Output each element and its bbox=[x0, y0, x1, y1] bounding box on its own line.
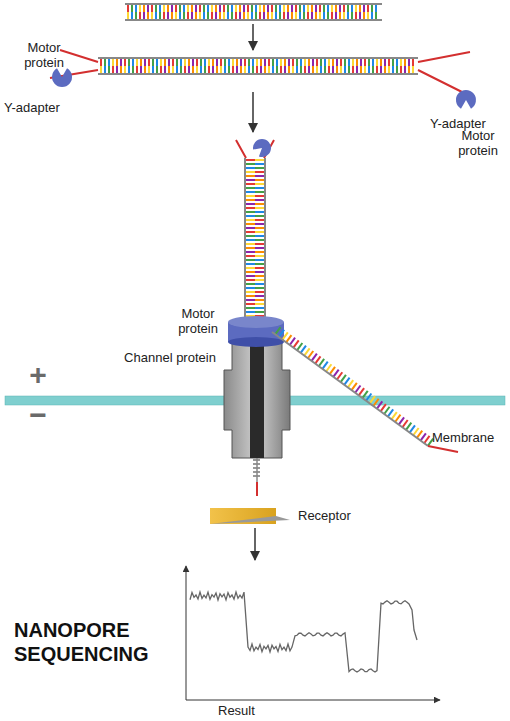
dna-double-strand bbox=[125, 4, 382, 20]
part-label: Motor protein bbox=[448, 128, 508, 158]
part-label: Membrane bbox=[432, 430, 508, 445]
dna-with-adapters bbox=[50, 50, 470, 92]
dna-vertical bbox=[236, 140, 274, 322]
part-label: Result bbox=[218, 703, 278, 718]
part-label: Motor protein bbox=[14, 40, 74, 70]
motor-protein-cylinder bbox=[228, 316, 284, 347]
polarity-sign: − bbox=[26, 400, 50, 430]
polarity-sign: + bbox=[26, 360, 50, 390]
process-arrow bbox=[254, 528, 256, 560]
channel-protein bbox=[224, 340, 290, 458]
part-label: Receptor bbox=[298, 508, 378, 523]
part-label: Y-adapter bbox=[4, 100, 74, 115]
motor-protein-icon bbox=[452, 86, 479, 113]
process-arrow bbox=[252, 92, 254, 132]
strand-exit bbox=[253, 458, 260, 496]
part-label: Motor protein bbox=[170, 306, 226, 336]
result-axes bbox=[186, 566, 440, 700]
motor-protein-icon bbox=[250, 136, 273, 159]
diagram-title: NANOPORE SEQUENCING bbox=[14, 618, 174, 666]
single-strand bbox=[272, 327, 458, 452]
process-arrow bbox=[252, 24, 254, 50]
signal-trace bbox=[190, 592, 417, 672]
part-label: Channel protein bbox=[120, 350, 220, 365]
receptor-tip bbox=[210, 516, 290, 524]
